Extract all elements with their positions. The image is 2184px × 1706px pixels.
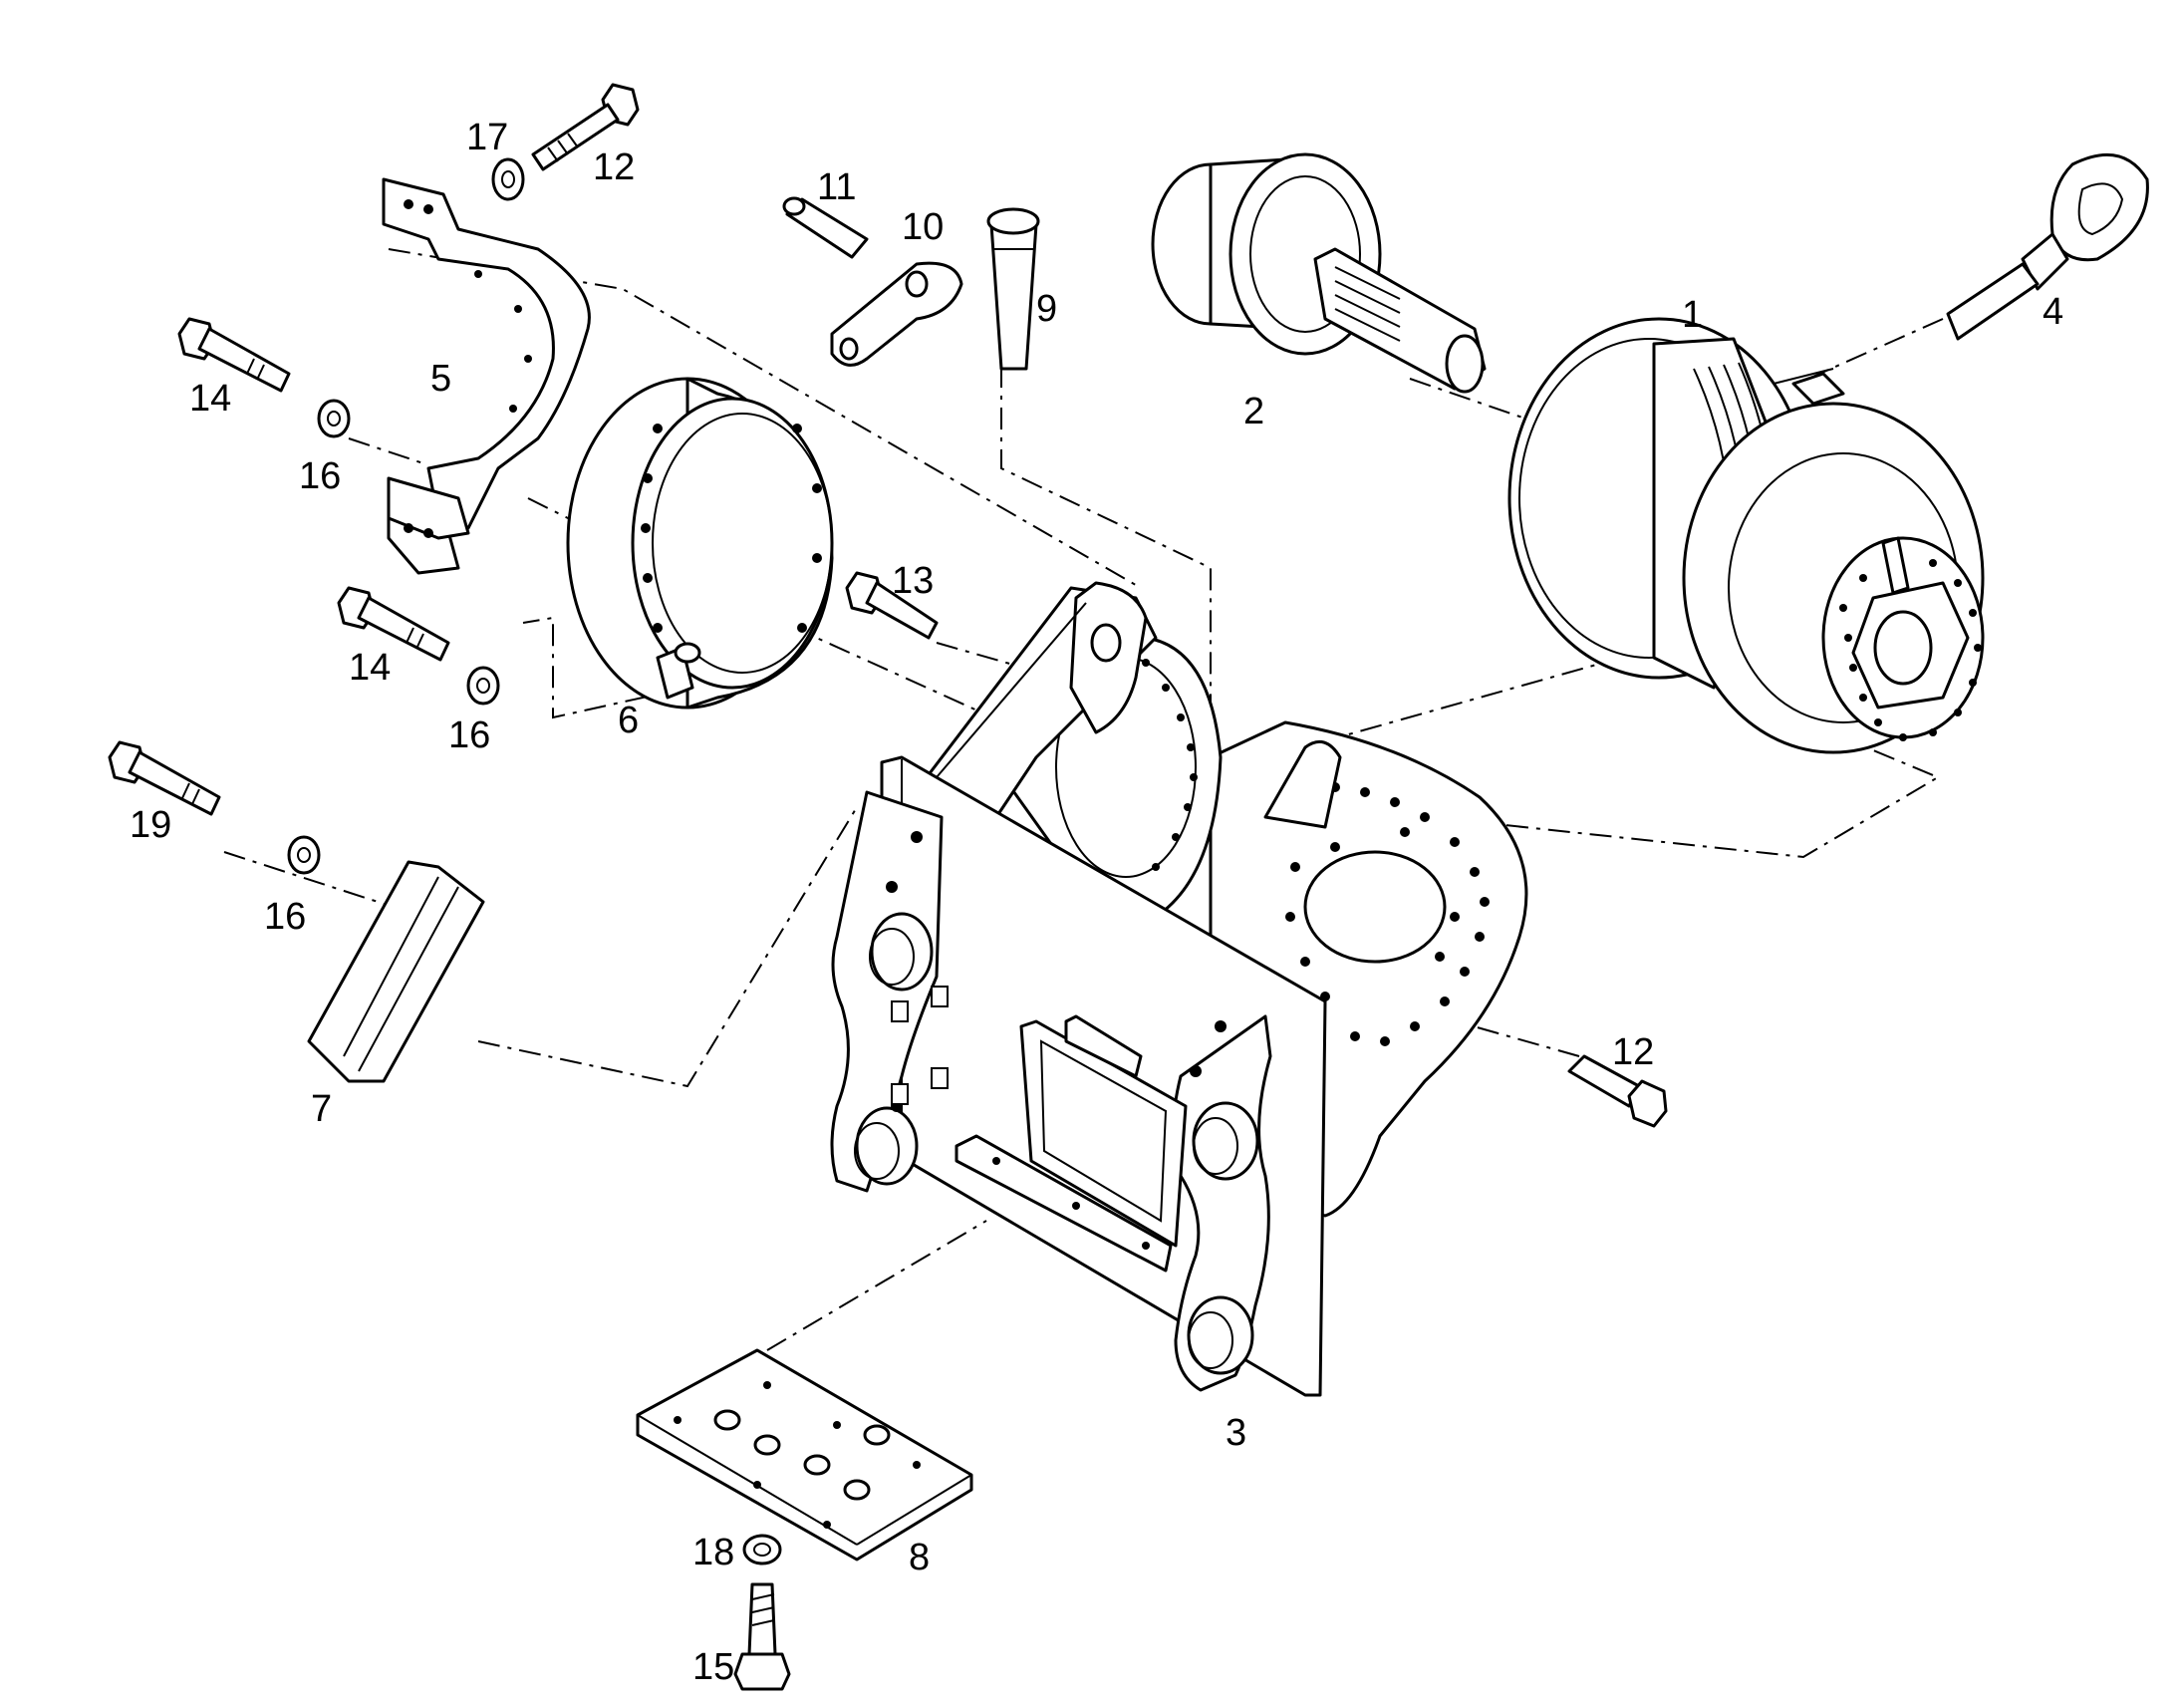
base-plate-part <box>636 1348 973 1562</box>
washer-17 <box>491 157 525 201</box>
callout-13: 13 <box>892 560 934 602</box>
bolt-13 <box>845 571 939 640</box>
callout-19: 19 <box>130 804 171 846</box>
spline-shaft <box>1334 266 1401 342</box>
washer-16-lower <box>287 835 321 875</box>
callout-labels: 1 2 3 4 5 6 7 8 9 10 11 12 12 13 14 14 1… <box>130 117 2063 1688</box>
eye-bolt-part <box>1946 152 2149 341</box>
main-frame-part <box>830 581 1528 1397</box>
callout-5: 5 <box>430 358 451 400</box>
callout-4: 4 <box>2043 291 2063 333</box>
washer-16-middle <box>466 666 500 706</box>
callout-12-upper: 12 <box>593 146 635 188</box>
hydraulic-motor-part <box>1151 152 1487 394</box>
lock-plate-part <box>830 261 963 367</box>
callout-15: 15 <box>692 1646 734 1688</box>
roll-pin-part <box>782 196 869 259</box>
callout-18: 18 <box>692 1532 734 1573</box>
callout-6: 6 <box>618 700 639 741</box>
bolt-15 <box>733 1582 791 1691</box>
wedge-block-part <box>307 860 485 1083</box>
bolt-14-lower <box>337 586 450 662</box>
bolt-14-upper <box>177 317 291 393</box>
callout-14-upper: 14 <box>189 378 231 420</box>
callout-16-lower: 16 <box>264 896 306 938</box>
ring-flange-part <box>566 377 834 710</box>
winch-drum-part <box>1507 317 1985 754</box>
callout-2: 2 <box>1243 391 1264 432</box>
callout-16-middle: 16 <box>448 714 490 756</box>
callout-3: 3 <box>1226 1412 1246 1454</box>
callout-12-lower: 12 <box>1612 1031 1654 1073</box>
bolt-12-lower <box>1567 1054 1668 1128</box>
drum-bolt-circle <box>1839 559 1982 741</box>
callout-1: 1 <box>1682 294 1703 336</box>
pin-part <box>986 207 1040 371</box>
drum-holes <box>1142 659 1198 871</box>
bolt-19 <box>108 740 221 816</box>
rear-plate-holes <box>1285 782 1490 1046</box>
callout-10: 10 <box>902 206 944 248</box>
callout-8: 8 <box>909 1537 930 1578</box>
callout-9: 9 <box>1036 288 1057 330</box>
callout-7: 7 <box>311 1088 332 1130</box>
washer-18 <box>742 1534 782 1565</box>
bolt-12-upper <box>531 83 640 171</box>
callout-14-lower: 14 <box>349 647 391 689</box>
half-clamp-part <box>382 177 591 575</box>
washer-16-upper <box>317 399 351 438</box>
callout-16-upper: 16 <box>299 455 341 497</box>
callout-11: 11 <box>817 166 856 208</box>
callout-17: 17 <box>466 117 508 158</box>
